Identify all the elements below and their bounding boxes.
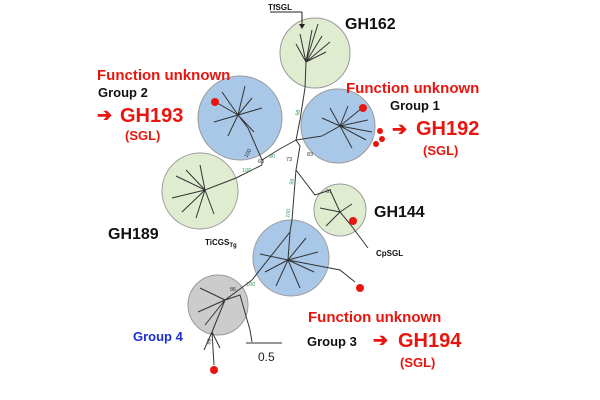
group1-family: GH192 <box>416 118 479 140</box>
leaf-label-tfsgl: TfSGL <box>268 3 292 12</box>
group2-type: (SGL) <box>125 128 160 143</box>
red-dot <box>359 104 367 112</box>
bootstrap-value: 99 <box>206 338 213 345</box>
red-dot <box>211 98 219 106</box>
group2-function-unknown: Function unknown <box>97 67 230 84</box>
tfsgl-pointer <box>270 11 305 29</box>
group2-family: GH193 <box>120 105 183 127</box>
group1-type: (SGL) <box>423 143 458 158</box>
group2-name: Group 2 <box>98 85 148 100</box>
bootstrap-value: 73 <box>286 157 292 163</box>
bootstrap-value: 86 <box>230 287 236 293</box>
red-dot <box>210 366 218 374</box>
group3-arrow: ➔ <box>373 330 388 350</box>
group1-function-unknown: Function unknown <box>346 80 479 97</box>
red-dot <box>377 128 383 134</box>
clade-circle-group3 <box>252 219 330 297</box>
group1-name: Group 1 <box>390 98 440 113</box>
leaf-label-ticgs: TiCGSTg <box>205 238 237 249</box>
red-dots <box>210 98 385 374</box>
bootstrap-value: 83 <box>307 152 313 158</box>
group4-name: Group 4 <box>133 329 184 344</box>
red-dot <box>379 136 385 142</box>
bootstrap-value: 98 <box>289 178 296 185</box>
clade-circle-gh162 <box>279 17 351 89</box>
bootstrap-value: 100 <box>246 282 255 288</box>
bootstrap-value: 100 <box>285 208 293 218</box>
group3-function-unknown: Function unknown <box>308 309 441 326</box>
bootstrap-value: 100 <box>244 148 254 159</box>
group3-family: GH194 <box>398 330 462 352</box>
bootstrap-value: 100 <box>242 168 251 174</box>
bootstrap-value: 63 <box>258 159 264 165</box>
clade-label-gh144: GH144 <box>374 204 425 221</box>
red-dot <box>349 217 357 225</box>
tree-branches <box>171 23 373 366</box>
leaf-label-cpsgl: CpSGL <box>376 249 403 258</box>
bootstrap-value: 80 <box>269 154 275 160</box>
group2-arrow: ➔ <box>97 105 112 125</box>
red-dot <box>373 141 379 147</box>
scale-bar-label: 0.5 <box>258 350 275 364</box>
red-dot <box>356 284 364 292</box>
clade-circle-gh144 <box>313 183 367 237</box>
group3-type: (SGL) <box>400 355 435 370</box>
clade-label-gh189: GH189 <box>108 226 159 243</box>
clade-circle-group1 <box>300 88 376 164</box>
group3-name: Group 3 <box>307 334 357 349</box>
clade-circle-group4 <box>187 274 249 336</box>
clade-label-gh162: GH162 <box>345 16 396 33</box>
group1-arrow: ➔ <box>392 119 407 139</box>
bootstrap-value: 98 <box>295 109 302 116</box>
bootstrap-value: 61 <box>326 189 332 195</box>
